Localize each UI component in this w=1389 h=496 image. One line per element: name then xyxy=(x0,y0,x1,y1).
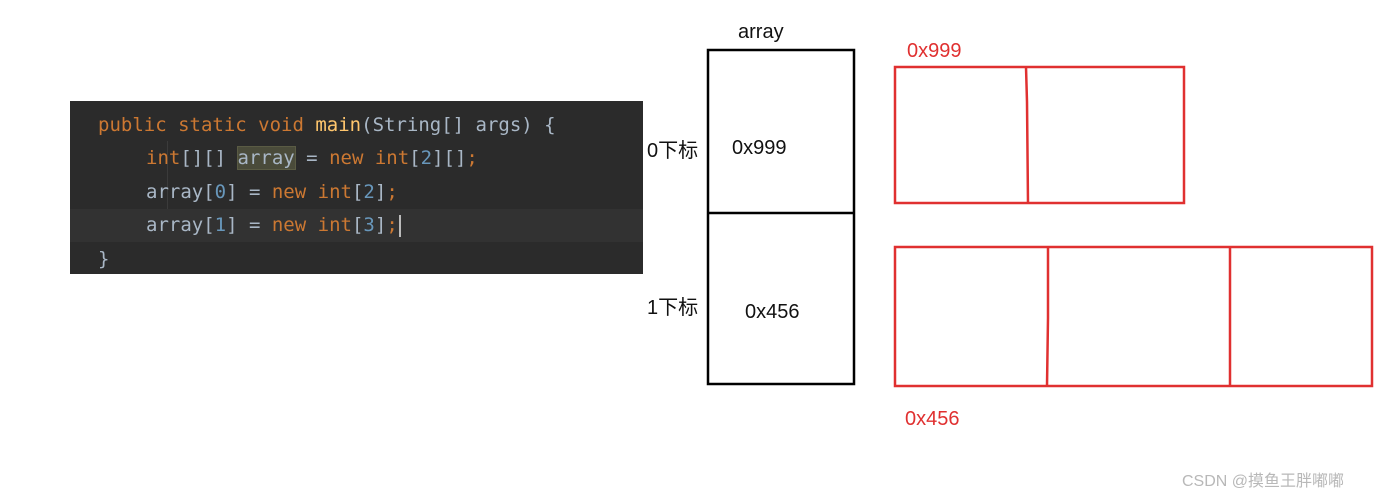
inner-array-0x456-divider-1 xyxy=(1045,247,1050,387)
code-token: new xyxy=(329,147,375,169)
index-0-label: 0下标 xyxy=(647,140,699,162)
code-token: ][] xyxy=(432,147,467,169)
outer-array-box xyxy=(706,48,856,386)
code-token: 0 xyxy=(214,181,227,203)
code-line-closing-brace: } xyxy=(70,243,643,274)
code-token: ] = xyxy=(226,181,272,203)
code-token: [][] xyxy=(180,147,238,169)
code-token: ] xyxy=(374,181,387,203)
code-token: [ xyxy=(351,214,364,236)
code-token: new xyxy=(271,181,318,203)
code-token: [ xyxy=(351,181,364,203)
inner-array-0x999-address: 0x999 xyxy=(907,40,962,62)
array-name-label: array xyxy=(738,21,784,43)
code-token: 2 xyxy=(363,181,375,203)
code-token: ] xyxy=(374,214,387,236)
code-token: public xyxy=(98,114,179,136)
code-token: 3 xyxy=(363,214,375,236)
indent-guide xyxy=(167,141,168,241)
inner-array-0x999-box xyxy=(893,65,1186,205)
code-token: [ xyxy=(409,147,421,169)
code-line-main-signature: public static void main(String[] args) { xyxy=(70,109,643,142)
watermark: CSDN @摸鱼王胖嘟嘟 xyxy=(1182,473,1345,490)
code-token: ; xyxy=(466,147,478,169)
code-token: new xyxy=(271,214,318,236)
code-token: } xyxy=(98,248,110,270)
code-token: (String[] args) { xyxy=(361,114,556,136)
code-token: int xyxy=(374,147,410,169)
code-token: int xyxy=(317,214,352,236)
code-token: ; xyxy=(386,214,398,236)
code-editor: public static void main(String[] args) {… xyxy=(70,101,643,274)
code-token: 2 xyxy=(420,147,433,169)
code-line-assign-1: array[1] = new int[3]; xyxy=(70,209,643,242)
code-line-assign-0: array[0] = new int[2]; xyxy=(70,176,643,209)
code-token: ; xyxy=(386,181,398,203)
index-1-label: 1下标 xyxy=(647,297,699,319)
inner-array-0x456-box xyxy=(893,245,1374,388)
code-token: 1 xyxy=(214,214,227,236)
code-token: static xyxy=(178,114,259,136)
code-token: = xyxy=(294,147,330,169)
code-token: int xyxy=(146,147,181,169)
code-token: array[ xyxy=(146,214,215,236)
code-line-declaration: int[][] array = new int[2][]; xyxy=(70,142,643,175)
inner-array-0x999-divider xyxy=(1024,66,1030,204)
code-token: main xyxy=(315,114,362,136)
cell-1-value: 0x456 xyxy=(745,301,800,323)
code-token: int xyxy=(317,181,352,203)
text-cursor xyxy=(398,214,401,237)
code-token: ] = xyxy=(226,214,272,236)
cell-0-value: 0x999 xyxy=(732,137,787,159)
inner-array-0x456-address: 0x456 xyxy=(905,408,960,430)
code-token: array[ xyxy=(146,181,215,203)
code-token: void xyxy=(258,114,316,136)
code-token: array xyxy=(236,146,296,170)
